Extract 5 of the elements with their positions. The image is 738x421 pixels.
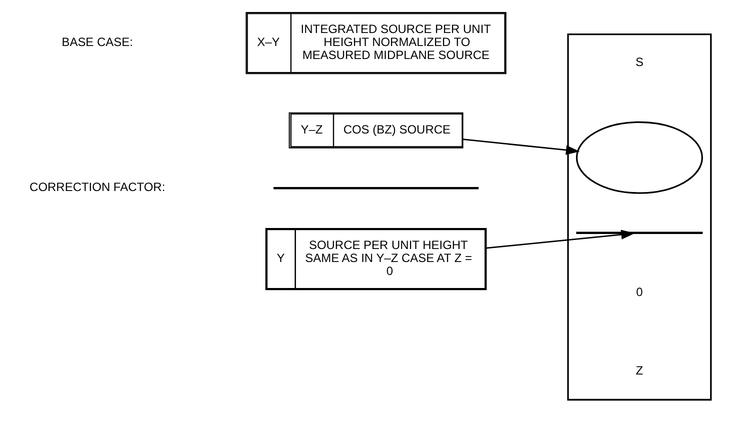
label: 0 <box>636 284 642 299</box>
label: Z <box>635 363 643 378</box>
label: BASE CASE: <box>61 35 132 50</box>
label: CORRECTION FACTOR: <box>29 180 165 194</box>
label: S <box>634 54 643 69</box>
